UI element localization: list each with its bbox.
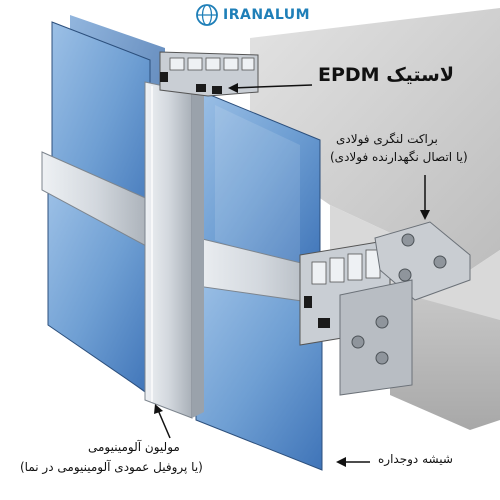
aluminum-transom [41,151,331,306]
profile-chamber [311,261,327,285]
glass-inner-reflection [215,105,300,270]
bracket-vertical-plate [339,279,413,396]
slab-top [250,8,500,270]
label-double-glazing: شیشه دوجداره [378,452,453,466]
mullion-arrow-line [157,409,171,439]
label-epdm-rubber: لاستیک EPDM [318,64,455,86]
globe-icon [196,4,218,26]
concrete-slab [250,8,500,430]
mullion-arrow-head [154,404,163,414]
profile-chamber [169,57,185,71]
profile-chamber [223,57,239,71]
profile-chamber [241,57,255,71]
profile-chamber [187,57,203,71]
epdm-arrow-head [228,83,238,93]
bracket-top-plate [374,221,471,301]
label-bracket-line2: (یا اتصال نگهدارنده فولادی) [330,150,468,164]
glass-arrow-head [336,457,346,467]
brand-name-part2: ALUM [263,7,311,23]
epdm-gasket [196,84,206,92]
brand-name: IRANALUM [223,7,310,23]
bolt-head [398,268,412,282]
epdm-gasket [318,318,330,328]
double-glazed-glass [47,21,323,471]
profile-chamber [205,57,221,71]
mullion-profile-top [159,51,259,97]
aluminum-mullion [144,81,204,419]
bolt-head [375,351,389,365]
slab-face [390,290,500,430]
mullion-side-face [192,88,204,418]
epdm-arrow-line [231,84,313,89]
label-bracket-line1: براکت لنگری فولادی [336,132,438,146]
epdm-gasket [304,296,312,308]
leader-lines [154,83,430,467]
steel-bracket [339,221,471,396]
bolt-head [375,315,389,329]
epdm-gasket [212,86,222,94]
brand-logo: IRANALUM [196,2,310,28]
label-mullion-line2: (یا پروفیل عمودی آلومینیومی در نما) [20,460,203,474]
epdm-gasket [160,72,168,82]
bolt-head [433,255,447,269]
profile-chamber [329,257,345,283]
profile-chamber [347,253,363,281]
brand-name-part1: IRAN [223,7,264,23]
bolt-head [401,233,415,247]
bracket-arrow-head [420,210,430,220]
bolt-head [351,335,365,349]
label-mullion-line1: مولیون آلومینیومی [88,440,180,454]
